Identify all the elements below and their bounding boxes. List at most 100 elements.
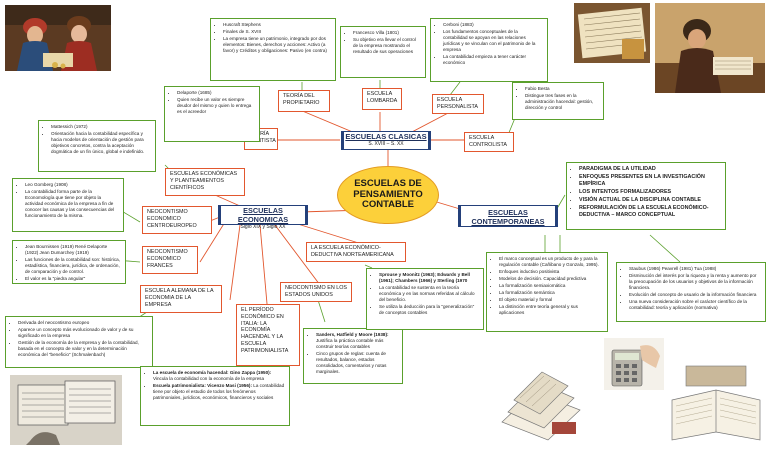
neocontismo-frances-notes: Jean Bournissen (1919) René Delaporte (1…: [12, 240, 126, 284]
bullet-item: Gestión de la economía de la empresa y d…: [18, 340, 148, 358]
bullet-list: Derivada del neocontismo europeoAparece …: [10, 320, 148, 358]
bullet-item: Las funciones de la contabilidad son: hi…: [25, 257, 121, 275]
escuela-controlista-box: ESCUELA CONTROLISTA: [464, 132, 514, 152]
bullet-item: REFORMULACIÓN DE LA ESCUELA ECONÓMICO-DE…: [579, 205, 721, 219]
teoria-propietario-notes: Huscraft StephensFinales de S. XVIIILa e…: [210, 18, 336, 81]
teoria-propietario-box: TEORÍA DEL PROPIETARIO: [278, 90, 330, 112]
periodo-economico-italia-notes: La escuela de economía hacendal: Gino Za…: [140, 366, 290, 426]
bullet-item: Finales de S. XVIII: [223, 29, 331, 35]
scribe-writing-photo: [655, 3, 765, 93]
bullet-item: La contabilidad empieza a tener carácter…: [443, 54, 543, 66]
bullet-item: El valor es la "piedra angular": [25, 276, 121, 282]
medieval-bankers-painting-photo: [5, 5, 111, 71]
bullet-item: PARADIGMA DE LA UTILIDAD: [579, 166, 721, 173]
neocontismo-eeuu-box: NEOCONTISMO EN LOS ESTADOS UNIDOS: [280, 282, 352, 302]
escuela-norteamericana-notes: Sprouse y Moonitz (1963); Edwards y Bell…: [366, 268, 484, 330]
escuela-personalista-label: ESCUELA PERSONALISTA: [437, 97, 478, 110]
escuela-norteamericana-label: LA ESCUELA ECONÓMICO-DEDUCTIVA NORTEAMER…: [311, 245, 394, 258]
bullet-list: PARADIGMA DE LA UTILIDADENFOQUES PRESENT…: [571, 166, 721, 219]
books-pile-photo: [494, 352, 588, 444]
bullet-list: Sprouse y Moonitz (1963); Edwards y Bell…: [371, 272, 479, 316]
escuela-lombarda-label: ESCUELA LOMBARDA: [367, 91, 398, 104]
escuela-controlista-label: ESCUELA CONTROLISTA: [469, 135, 507, 148]
escuela-alemana-label: ESCUELA ALEMANA DE LA ECONOMIA DE LA EMP…: [145, 288, 214, 308]
escuela-alemana-notes: Derivada del neocontismo europeoAparece …: [5, 316, 153, 368]
escuelas-economicas-title: ESCUELAS ECONOMICAS Siglo XIX y Siglo XX: [218, 205, 308, 230]
bullet-bold-text: Sprouse y Moonitz (1963); Edwards y Bell…: [379, 272, 470, 283]
bullet-text: Se utiliza la deducción para la "general…: [379, 303, 475, 315]
bullet-item: Derivada del neocontismo europeo: [18, 320, 148, 326]
bullet-text: Justifica la práctica contable más const…: [316, 337, 384, 349]
bullet-item: Francesco Villa (1801): [353, 30, 421, 36]
center-title: ESCUELAS DE PENSAMIENTO CONTABLE: [337, 166, 439, 224]
bullet-item: El marco conceptual es un producto de y …: [499, 256, 603, 268]
escuelas-contemporaneas-title: ESCUELAS CONTEMPORANEAS: [458, 205, 558, 227]
bullet-item: La contabilidad forma parte de la Econom…: [25, 189, 119, 219]
bullet-list: Staubus (1986) Peavrell (1981) Tua (1988…: [621, 266, 761, 311]
bullet-list: Fabio BestaDistingue tres fases en la ad…: [517, 86, 599, 111]
bullet-item: La distinción entre teoría general y sus…: [499, 304, 603, 316]
staubus-peavrell-notes: Staubus (1986) Peavrell (1981) Tua (1988…: [616, 262, 766, 322]
marco-conceptual-notes: El marco conceptual es un producto de y …: [486, 252, 608, 332]
bullet-list: Leo Gomberg (1908)La contabilidad forma …: [17, 182, 119, 219]
bullet-item: La formalización semiaxiomática: [499, 283, 603, 289]
escuela-personalista-box: ESCUELA PERSONALISTA: [432, 94, 484, 114]
bullet-item: Sanders, Hatfield y Moore (1938): Justif…: [316, 332, 398, 350]
escuelas-contemporaneas-label: ESCUELAS CONTEMPORANEAS: [471, 208, 545, 226]
bullet-list: Huscraft StephensFinales de S. XVIIILa e…: [215, 22, 331, 54]
bullet-item: Quien recibe un valor es siempre deudor …: [177, 97, 255, 115]
escuela-lombarda-box: ESCUELA LOMBARDA: [362, 88, 402, 110]
bullet-list: Jean Bournissen (1919) René Delaporte (1…: [17, 244, 121, 282]
bullet-item: Fabio Besta: [525, 86, 599, 92]
neocontismo-centroeuropeo-label: NEOCONTISMO ECONOMICO CENTROEUROPEO: [147, 209, 197, 229]
bullet-item: Sprouse y Moonitz (1963); Edwards y Bell…: [379, 272, 479, 284]
escuela-personalista-notes: Cerboni (1883)Los fundamentos conceptual…: [430, 18, 548, 82]
bullet-text: Cinco grupos de reglas: cuenta de result…: [316, 350, 387, 374]
bullet-list: Cerboni (1883)Los fundamentos conceptual…: [435, 22, 543, 66]
bullet-item: El objeto material y formal: [499, 297, 603, 303]
bullet-list: El marco conceptual es un producto de y …: [491, 256, 603, 316]
neocontismo-eeuu-label: NEOCONTISMO EN LOS ESTADOS UNIDOS: [285, 285, 348, 298]
escuela-alemana-box: ESCUELA ALEMANA DE LA ECONOMIA DE LA EMP…: [140, 285, 222, 313]
shipping-ledgers-photo: [10, 375, 122, 445]
escuela-controlista-notes: Fabio BestaDistingue tres fases en la ad…: [512, 82, 604, 120]
bullet-item: Leo Gomberg (1908): [25, 182, 119, 188]
bullet-item: Cinco grupos de reglas: cuenta de result…: [316, 351, 398, 375]
escuelas-clasicas-period: S. XVIII – S. XX: [368, 141, 404, 147]
bullet-item: Su objetivo era llevar el control de la …: [353, 37, 421, 55]
neocontismo-frances-label: NEOCONTISMO ECONOMICO FRANCES: [147, 249, 188, 269]
bullet-bold-text: Escuela patrimonialista: Vicenzo Masi (1…: [153, 382, 252, 388]
bullet-list: La escuela de economía hacendal: Gino Za…: [145, 370, 285, 401]
escuelas-economicas-label: ESCUELAS ECONOMICAS: [237, 206, 289, 224]
bullet-item: VISIÓN ACTUAL DE LA DISCIPLINA CONTABLE: [579, 197, 721, 204]
bullet-item: LOS INTENTOS FORMALIZADORES: [579, 189, 721, 196]
teoria-contista-notes: Delaporte (1685)Quien recibe un valor es…: [164, 86, 260, 142]
bullet-list: Mattessich (1972)Orientación hacia la co…: [43, 124, 151, 155]
center-title-text: ESCUELAS DE PENSAMIENTO CONTABLE: [353, 177, 423, 211]
bullet-item: Jean Bournissen (1919) René Delaporte (1…: [25, 244, 121, 256]
bullet-item: Enfoques inductivo positivista: [499, 269, 603, 275]
bullet-text: Vincula la contabilidad con la economía …: [153, 375, 265, 381]
bullet-item: Distingue tres fases en la administració…: [525, 93, 599, 111]
bullet-item: Delaporte (1685): [177, 90, 255, 96]
bullet-item: La contabilidad se sustenta en la teoría…: [379, 285, 479, 303]
neocontismo-centroeuropeo-notes: Leo Gomberg (1908)La contabilidad forma …: [12, 178, 124, 232]
bullet-item: Modelos de decisión. Capacidad predictiv…: [499, 276, 603, 282]
bullet-list: Sanders, Hatfield y Moore (1938): Justif…: [308, 332, 398, 375]
bullet-text: La contabilidad se sustenta en la teoría…: [379, 284, 475, 302]
calculator-hand-photo: [604, 338, 664, 390]
bullet-item: Una nueva consideración sobre el carácte…: [629, 299, 761, 311]
escuelas-economicas-period: Siglo XIX y Siglo XX: [240, 224, 286, 230]
bullet-item: Huscraft Stephens: [223, 22, 331, 28]
escuelas-contemporaneas-notes: PARADIGMA DE LA UTILIDADENFOQUES PRESENT…: [566, 162, 726, 230]
escuelas-clasicas-label: ESCUELAS CLASICAS: [345, 132, 427, 141]
periodo-economico-italia-box: EL PERÍODO ECONÓMICO EN ITALIA: LA ECONO…: [236, 304, 300, 366]
open-ledger-books-photo: [666, 360, 766, 448]
bullet-item: La escuela de economía hacendal: Gino Za…: [153, 370, 285, 382]
bullet-item: La formalización semántica: [499, 290, 603, 296]
bullet-bold-text: Sanders, Hatfield y Moore (1938):: [316, 332, 389, 337]
neocontismo-frances-box: NEOCONTISMO ECONOMICO FRANCES: [142, 246, 198, 274]
bullet-item: Disminución del interés por la riqueza y…: [629, 273, 761, 291]
teoria-propietario-label: TEORÍA DEL PROPIETARIO: [283, 93, 320, 106]
bullet-item: Cerboni (1883): [443, 22, 543, 28]
